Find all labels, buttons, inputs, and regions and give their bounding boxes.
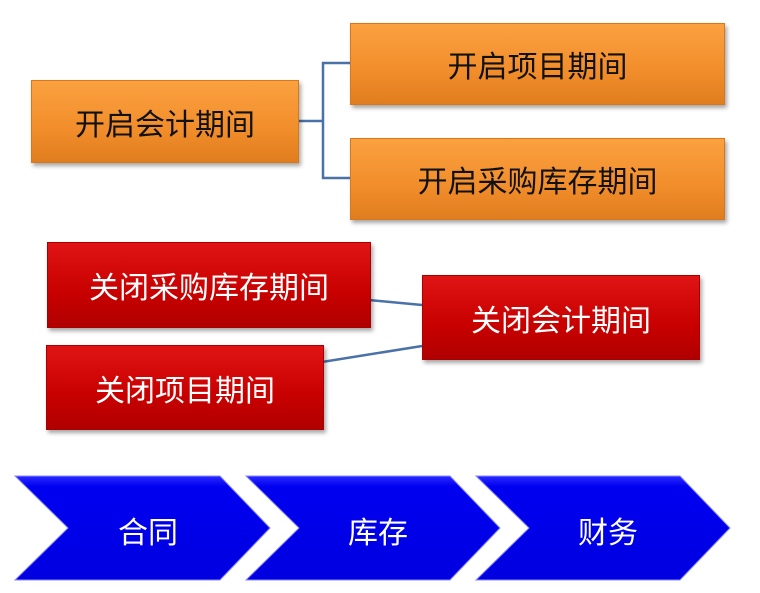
open-project-period: 开启项目期间 — [350, 23, 725, 105]
open-accounting-period: 开启会计期间 — [31, 80, 299, 163]
close-purchase-inventory-period: 关闭采购库存期间 — [47, 242, 371, 328]
close-connector-2 — [321, 344, 423, 364]
open-purchase-inventory-period: 开启采购库存期间 — [350, 138, 725, 220]
chevron-inventory — [244, 475, 501, 581]
step-finance-label: 财务 — [578, 516, 638, 551]
close-accounting-period: 关闭会计期间 — [422, 275, 700, 360]
close-project-period: 关闭项目期间 — [46, 345, 324, 430]
open-connector-branch — [321, 61, 350, 180]
chevron-finance — [474, 475, 731, 581]
step-inventory-label: 库存 — [348, 516, 408, 551]
chevron-contract — [13, 475, 271, 581]
step-contract-label: 合同 — [118, 516, 178, 551]
close-connector-1 — [368, 298, 423, 307]
